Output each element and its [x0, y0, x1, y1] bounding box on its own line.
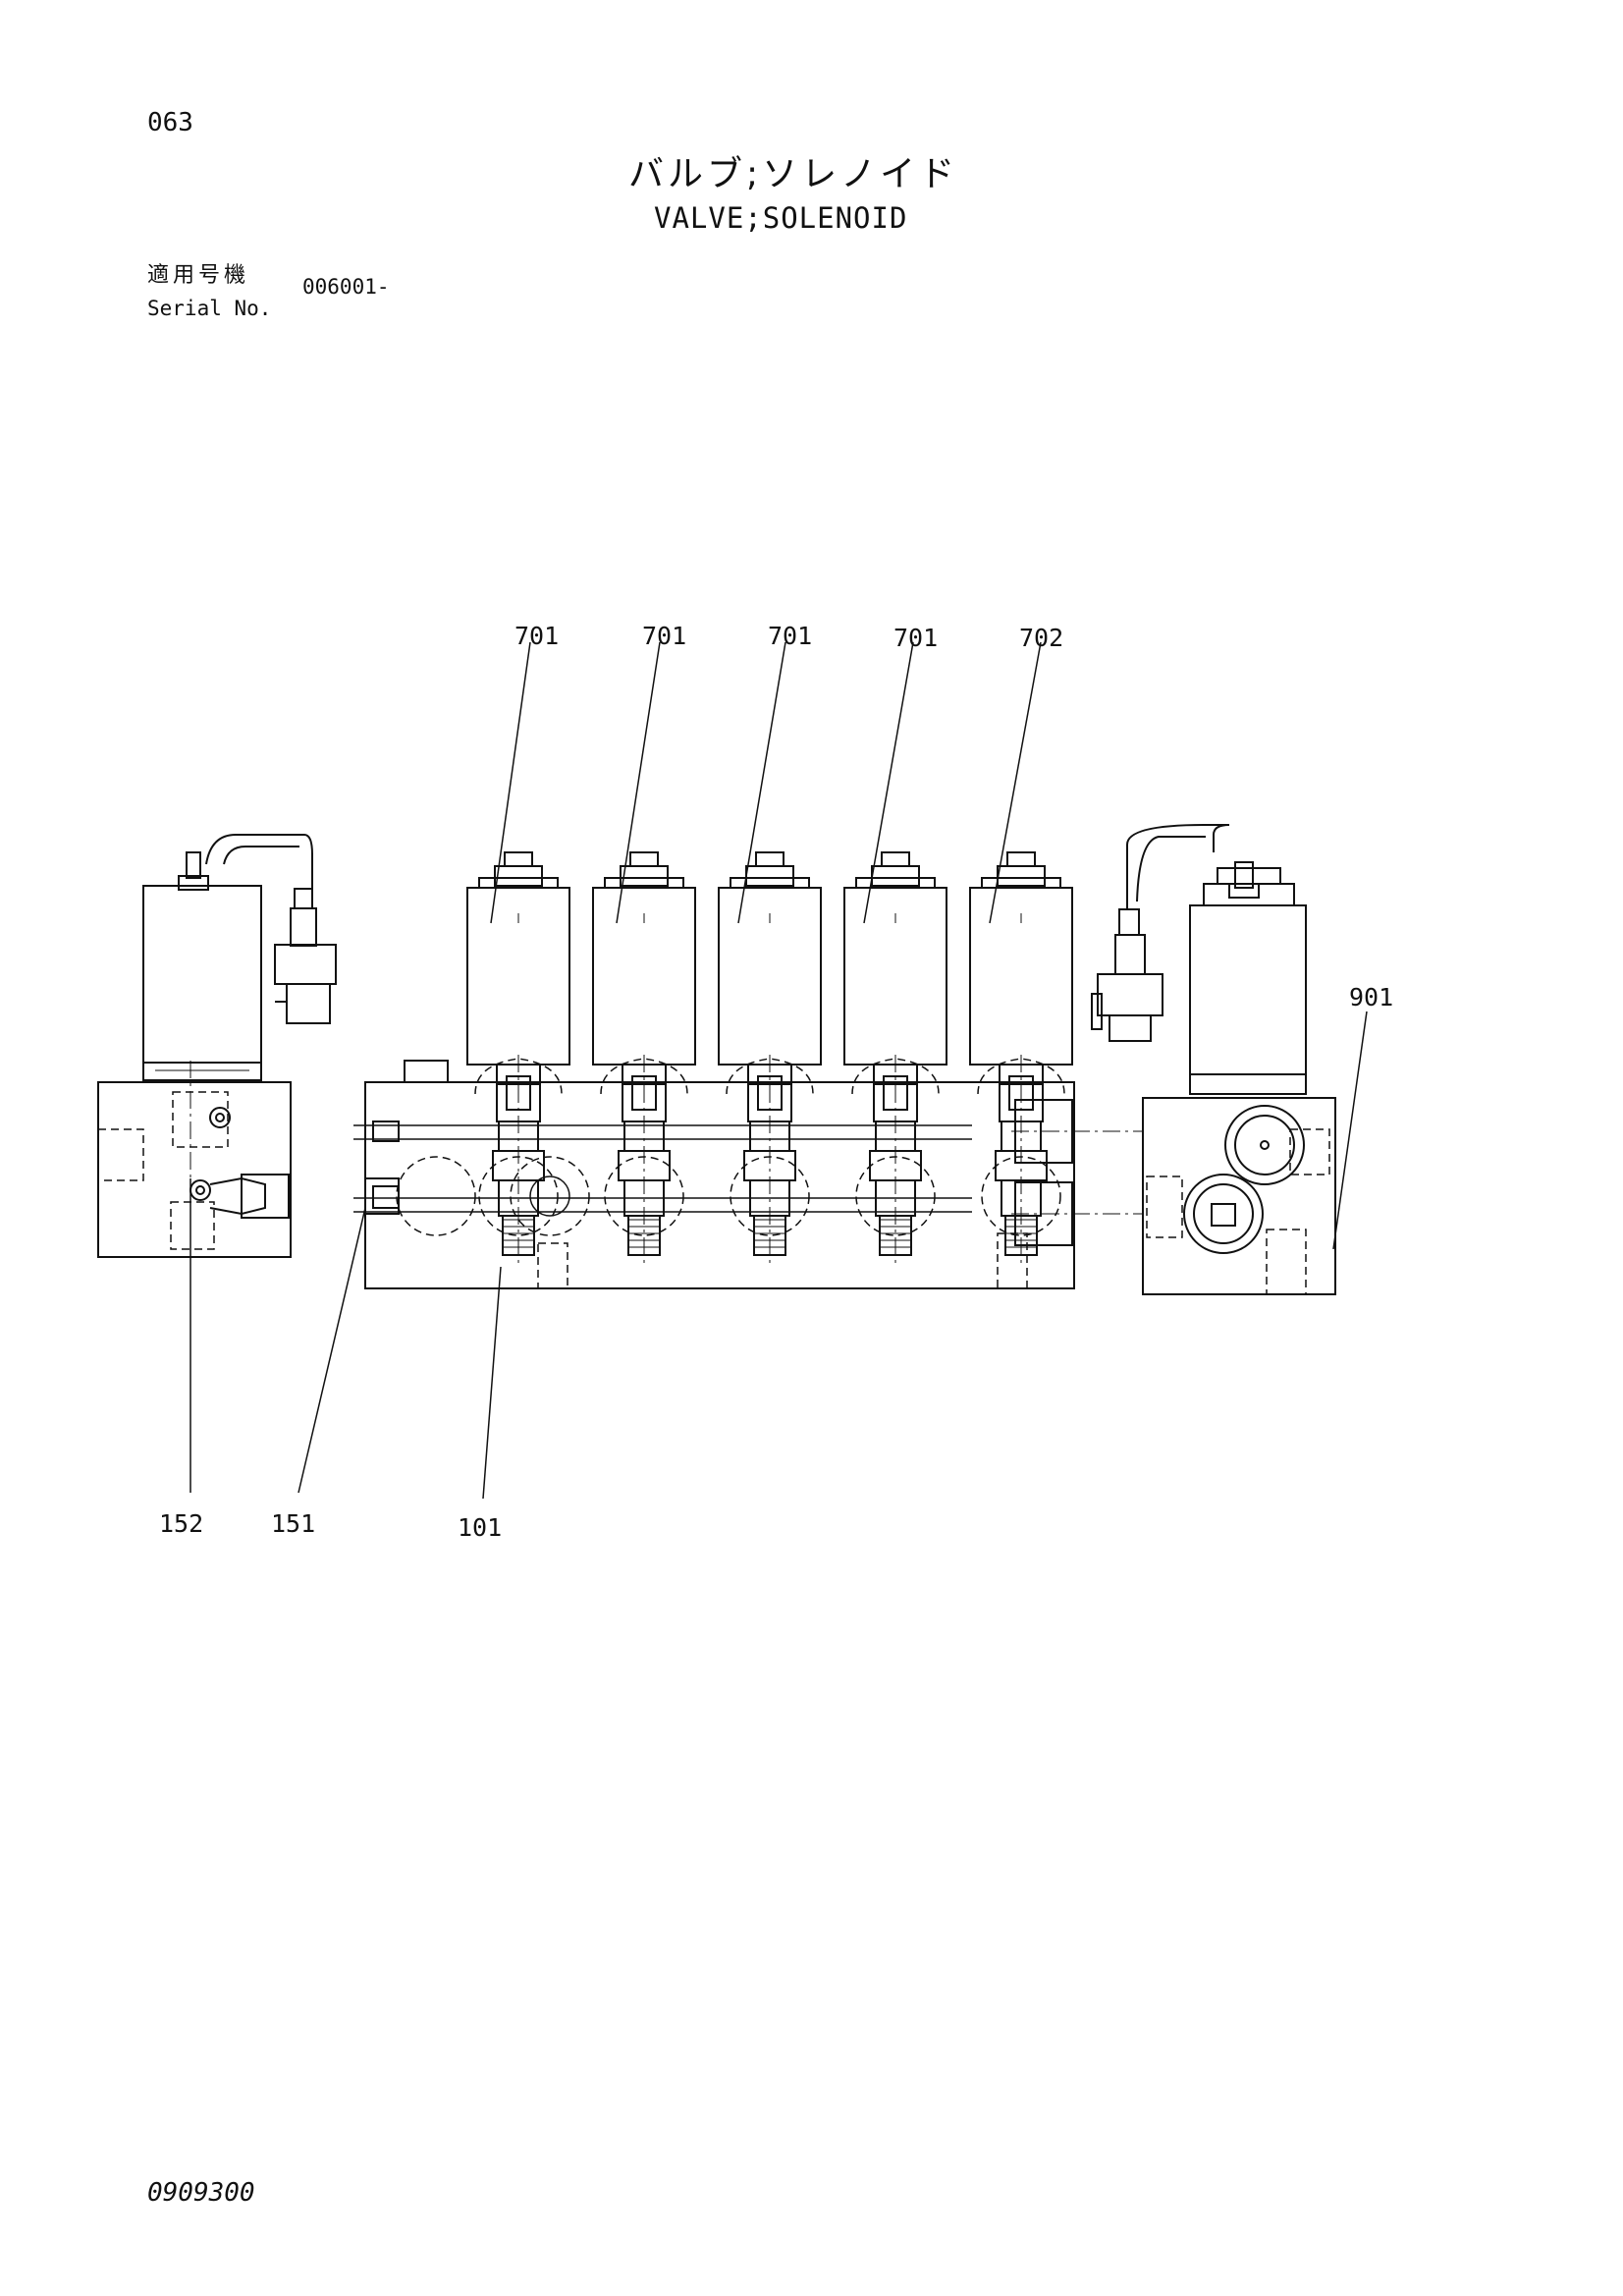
callout-101: 101 [458, 1513, 502, 1542]
page-number: 063 [147, 108, 193, 137]
right-side-view [1091, 824, 1336, 1295]
callout-701-b: 701 [642, 622, 686, 650]
solenoid-valve-5 [969, 851, 1073, 1267]
callout-152: 152 [159, 1509, 203, 1538]
title-japanese: バルブ;ソレノイド [628, 154, 959, 194]
solenoid-valve-4 [843, 851, 947, 1267]
callout-701-c: 701 [768, 622, 812, 650]
document-number: 0909300 [147, 2178, 255, 2208]
callout-labels: 701 701 701 701 702 901 152 151 101 [159, 622, 1393, 1542]
callout-701-d: 701 [893, 624, 938, 652]
serial-label-english: Serial No. [147, 297, 272, 320]
solenoid-valve-3 [718, 851, 822, 1267]
title-english: VALVE;SOLENOID [654, 201, 908, 235]
callout-702: 702 [1019, 624, 1063, 652]
callout-151: 151 [271, 1509, 315, 1538]
serial-number-value: 006001- [302, 275, 390, 299]
center-manifold-view [353, 851, 1143, 1289]
callout-701-a: 701 [514, 622, 559, 650]
solenoid-valve-1 [466, 851, 570, 1267]
callout-901: 901 [1349, 983, 1393, 1011]
serial-label-japanese: 適用号機 [147, 263, 250, 288]
solenoid-valve-2 [592, 851, 696, 1267]
leader-lines [189, 641, 1368, 1500]
left-side-view [97, 834, 337, 1267]
